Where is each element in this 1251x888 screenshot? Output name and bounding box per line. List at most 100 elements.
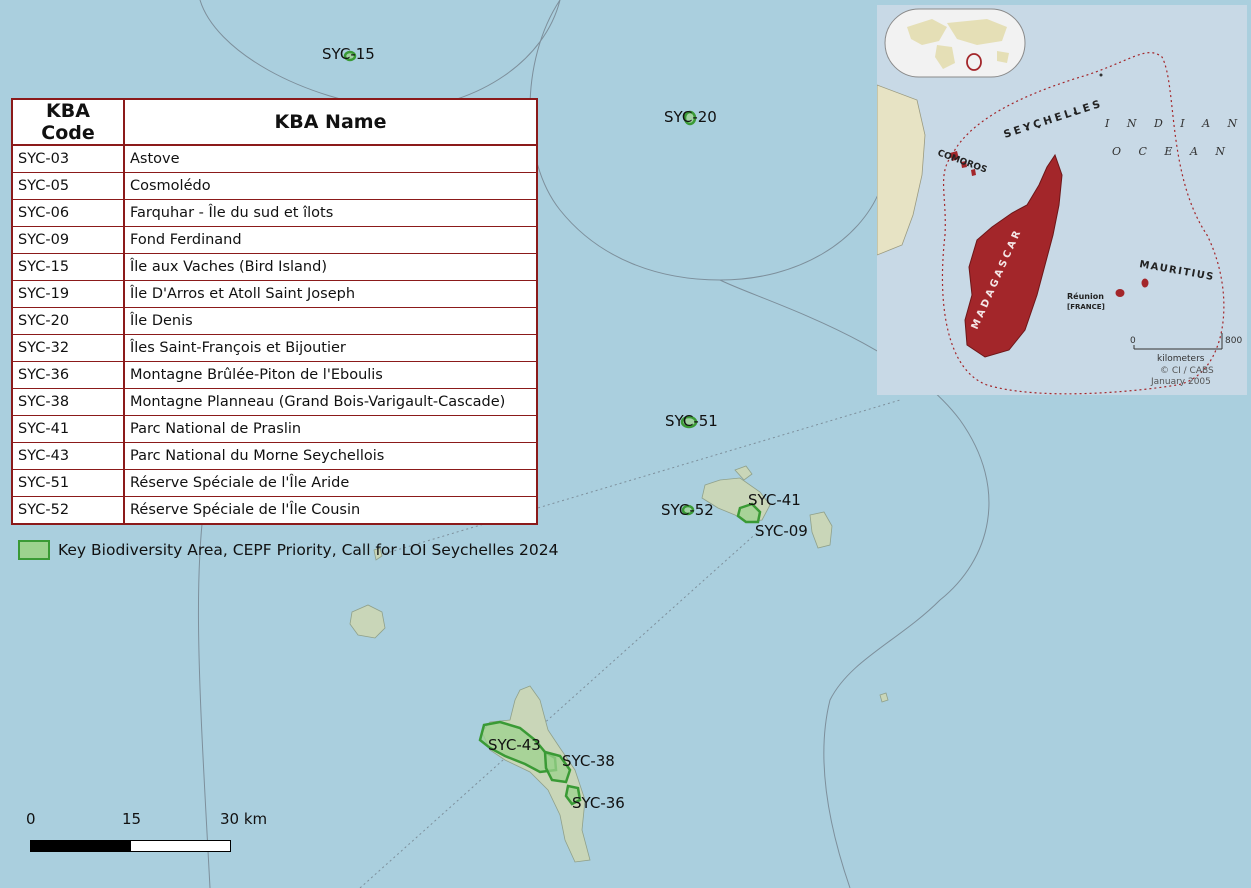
kba-table-header-row: KBA Code KBA Name — [11, 98, 538, 146]
label-syc-09: SYC-09 — [755, 522, 808, 540]
map-legend: Key Biodiversity Area, CEPF Priority, Ca… — [18, 538, 559, 562]
inset-scale-0: 0 — [1130, 336, 1136, 346]
globe-locator — [884, 8, 1026, 78]
label-syc-41: SYC-41 — [748, 491, 801, 509]
silhouette-island — [349, 604, 386, 639]
kba-legend-swatch — [18, 540, 50, 560]
kba-name-cell: Fond Ferdinand — [123, 226, 538, 254]
eez-arc-east — [719, 279, 990, 888]
reunion-shape — [1115, 289, 1125, 297]
kba-code-cell: SYC-03 — [11, 144, 125, 173]
curieuse-island — [734, 465, 753, 481]
kba-code-header: KBA Code — [11, 98, 125, 146]
eez-arc-west — [197, 469, 211, 888]
kba-polygons — [343, 50, 762, 806]
kba-code-cell: SYC-41 — [11, 415, 125, 443]
seychelles-dot — [1073, 111, 1077, 115]
comoros-island-3 — [971, 169, 976, 176]
inset-date: January 2005 — [1150, 377, 1211, 387]
scale-bar-white-segment — [130, 840, 231, 852]
comoros-island-2 — [961, 161, 967, 168]
globe-land-1 — [907, 19, 947, 45]
label-syc-38: SYC-38 — [562, 752, 615, 770]
kba-name-cell: Île aux Vaches (Bird Island) — [123, 253, 538, 281]
kba-legend-label: Key Biodiversity Area, CEPF Priority, Ca… — [58, 541, 559, 559]
kba-name-cell: Montagne Brûlée-Piton de l'Eboulis — [123, 361, 538, 389]
label-syc-43: SYC-43 — [488, 736, 541, 754]
shipping-line — [379, 399, 901, 556]
mahe-island — [481, 685, 591, 863]
inset-label-ocean: O C E A N — [1112, 145, 1232, 158]
eez-arc-bird — [199, 0, 561, 111]
inset-label-france: [FRANCE] — [1067, 303, 1105, 311]
kba-name-cell: Îles Saint-François et Bijoutier — [123, 334, 538, 362]
kba-name-cell: Île D'Arros et Atoll Saint Joseph — [123, 280, 538, 308]
la-digue-island — [809, 511, 833, 549]
globe-land-4 — [997, 51, 1009, 63]
label-syc-51: SYC-51 — [665, 412, 718, 430]
eez-arc-denis — [529, 0, 881, 281]
kba-code-cell: SYC-43 — [11, 442, 125, 470]
kba-name-cell: Île Denis — [123, 307, 538, 335]
kba-code-cell: SYC-32 — [11, 334, 125, 362]
kba-code-cell: SYC-05 — [11, 172, 125, 200]
kba-syc-52 — [681, 504, 695, 516]
label-syc-15: SYC-15 — [322, 45, 375, 63]
kba-name-cell: Farquhar - Île du sud et îlots — [123, 199, 538, 227]
kba-syc-36 — [564, 784, 582, 806]
seychelles-dot — [1025, 127, 1029, 131]
globe-highlight-circle — [966, 53, 982, 71]
globe-land-3 — [935, 45, 955, 69]
seychelles-dot — [1099, 73, 1103, 77]
kba-syc-15 — [343, 50, 357, 62]
kba-syc-20 — [683, 110, 697, 126]
inset-label-indian: I N D I A N — [1104, 117, 1244, 130]
inset-scale-unit: kilometers — [1157, 354, 1205, 364]
label-syc-20: SYC-20 — [664, 108, 717, 126]
kba-name-cell: Réserve Spéciale de l'Île Aride — [123, 469, 538, 497]
kba-name-cell: Parc National de Praslin — [123, 415, 538, 443]
scale-label-15: 15 — [122, 810, 142, 828]
scale-label-0: 0 — [26, 810, 36, 828]
mauritius-shape — [1141, 278, 1149, 288]
shipping-line-2 — [359, 529, 761, 888]
label-syc-36: SYC-36 — [572, 794, 625, 812]
globe-land-2 — [947, 19, 1007, 45]
kba-syc-51 — [680, 415, 698, 429]
kba-syc-38 — [543, 750, 572, 784]
scale-bar-graphic — [30, 840, 231, 852]
seychelles-dot — [1037, 125, 1041, 129]
inset-locator-map: SEYCHELLES COMOROS MADAGASCAR MAURITIUS … — [877, 5, 1247, 395]
inset-label-reunion: Réunion — [1067, 291, 1104, 301]
kba-name-header: KBA Name — [123, 98, 538, 146]
kba-syc-41 — [736, 502, 762, 524]
kba-code-cell: SYC-51 — [11, 469, 125, 497]
kba-code-cell: SYC-19 — [11, 280, 125, 308]
label-syc-52: SYC-52 — [661, 501, 714, 519]
kba-name-cell: Cosmolédo — [123, 172, 538, 200]
africa-coast — [877, 84, 926, 256]
inset-credit: © CI / CABS — [1160, 366, 1214, 376]
fregate-island — [879, 692, 889, 703]
kba-code-cell: SYC-09 — [11, 226, 125, 254]
kba-name-cell: Réserve Spéciale de l'Île Cousin — [123, 496, 538, 525]
kba-name-cell: Astove — [123, 144, 538, 173]
globe-outline — [884, 8, 1026, 78]
scale-label-30: 30 km — [220, 810, 268, 828]
kba-code-cell: SYC-06 — [11, 199, 125, 227]
